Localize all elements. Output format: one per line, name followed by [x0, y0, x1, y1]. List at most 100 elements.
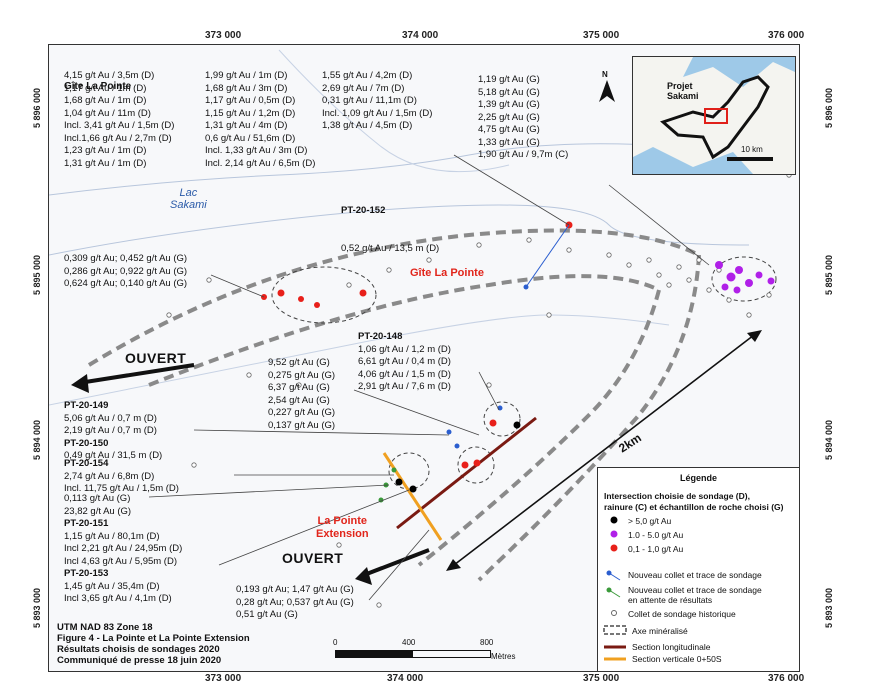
mid-grab-line: 0,137 g/t Au (G) [268, 419, 336, 431]
ne-grab-line: 2,25 g/t Au (G) [478, 111, 540, 123]
target-ellipse [483, 401, 521, 437]
gite-col3-line: 0,31 g/t Au / 11,1m (D) [322, 95, 417, 106]
gite-results-title: Gîte La Pointe [64, 81, 132, 92]
pt20-150-title: PT-20-150 [64, 437, 109, 449]
mineralized-axis [417, 289, 661, 567]
northing-label-left: 5 894 000 [32, 419, 42, 460]
legend-class-high: > 5,0 g/t Au [628, 516, 672, 526]
leader-line [193, 429, 450, 436]
legend: Légende Intersection choisie de sondage … [597, 467, 800, 672]
legend-line-icons [603, 625, 627, 661]
ouvert-arrowhead [355, 567, 372, 585]
mineralized-axis [87, 228, 700, 367]
gite-col1-line: Incl.1,66 g/t Au / 2,7m (D) [64, 132, 172, 144]
pt20-148-line: 4,06 g/t Au / 1,5 m (D) [358, 368, 451, 380]
gite-col1-line: 1,68 g/t Au / 1m (D) [64, 95, 147, 106]
shoreline [278, 49, 510, 173]
west-grab-results: 0,309 g/t Au; 0,452 g/t Au (G)0,286 g/t … [64, 253, 187, 291]
gite-results-col3: 1,55 g/t Au / 4,2m (D)2,69 g/t Au / 7m (… [322, 70, 432, 133]
south-grab-results: 0,193 g/t Au; 1,47 g/t Au (G)0,28 g/t Au… [236, 584, 354, 622]
legend-dots [610, 516, 618, 552]
distance-arrowhead [446, 559, 461, 571]
easting-label-bottom: 374 000 [387, 673, 424, 684]
leader-line [453, 154, 570, 226]
ne-grab-line: 1,90 g/t Au / 9,7m (C) [478, 149, 569, 160]
ne-grab-line: 1,33 g/t Au (G) [478, 136, 540, 148]
ouvert-south-label: OUVERT [282, 550, 344, 566]
legend-new-collar: Nouveau collet et trace de sondage [628, 570, 762, 580]
legend-collar-icons [606, 570, 621, 616]
scale-tick-400: 400 [402, 638, 416, 647]
gite-col1-line: 1,17 g/t Au / 1m (D) [64, 82, 147, 94]
mid-grab-line: 2,54 g/t Au (G) [268, 394, 330, 406]
inset-map: Projet Sakami 10 km [632, 56, 796, 175]
distance-arrowhead [747, 330, 762, 342]
figure-caption: UTM NAD 83 Zone 18 Figure 4 - La Pointe … [57, 622, 250, 666]
map-canvas [49, 49, 792, 648]
west-grab-line: 0,624 g/t Au; 0,140 g/t Au (G) [64, 278, 188, 289]
ne-grab-results: 1,19 g/t Au (G)5,18 g/t Au (G)1,39 g/t A… [478, 74, 568, 162]
pt20-149-title: PT-20-149 [64, 400, 109, 411]
location-box [704, 108, 728, 124]
easting-label-top: 373 000 [205, 30, 242, 41]
gite-col2-line: 1,68 g/t Au / 3m (D) [205, 82, 288, 94]
legend-historic-collar: Collet de sondage historique [628, 609, 736, 619]
north-arrow-icon [599, 80, 615, 102]
west-grab-line: 0,309 g/t Au; 0,452 g/t Au (G) [64, 253, 188, 264]
mid-grab-line: 0,227 g/t Au (G) [268, 407, 336, 418]
ouvert-north-label: OUVERT [125, 350, 187, 366]
target-ellipse [457, 446, 495, 484]
extension-label: La Pointe Extension [316, 515, 369, 540]
west-grab-line: 0,286 g/t Au; 0,922 g/t Au (G) [64, 265, 188, 277]
sw-grab-line: 0,113 g/t Au (G) [64, 493, 131, 504]
gite-results-col1: 4,15 g/t Au / 3,5m (D)1,17 g/t Au / 1m (… [64, 70, 174, 170]
pt20-149-line: 2,19 g/t Au / 0,7 m (D) [64, 425, 157, 436]
ne-grab-line: 1,39 g/t Au (G) [478, 99, 540, 110]
scale-tick-0: 0 [333, 638, 338, 647]
gite-col3-line: 1,55 g/t Au / 4,2m (D) [322, 70, 413, 81]
pt20-154-line: Incl. 11,75 g/t Au / 1,5m (D) [64, 483, 179, 494]
pt20-151-line: Incl 2,21 g/t Au / 24,95m (D) [64, 543, 183, 554]
gite-col2-line: 0,6 g/t Au / 51,6m (D) [205, 132, 296, 144]
pt20-151-line: Incl 4,63 g/t Au / 5,95m (D) [64, 555, 177, 567]
distance-arrow [453, 334, 755, 566]
ouvert-arrowhead [71, 374, 89, 393]
pt20-154-title: PT-20-154 [64, 458, 109, 469]
legend-subtitle: Intersection choisie de sondage (D), rai… [604, 491, 784, 512]
inset-scale-label: 10 km [741, 145, 763, 154]
leader-line [353, 389, 480, 436]
gite-col2-line: Incl. 2,14 g/t Au / 6,5m (D) [205, 157, 316, 169]
northing-label-right: 5 894 000 [824, 419, 834, 460]
legend-vert-section: Section verticale 0+50S [632, 654, 722, 664]
project-label: Projet Sakami [667, 81, 699, 101]
gite-col2-line: 1,99 g/t Au / 1m (D) [205, 70, 288, 81]
sw-grab-results: 0,113 g/t Au (G)23,82 g/t Au (G) [64, 493, 131, 518]
leader-line [210, 274, 265, 298]
north-label: N [602, 70, 608, 79]
vert-section-line [382, 452, 443, 541]
legend-title: Légende [679, 473, 717, 483]
legend-long-section: Section longitudinale [632, 642, 711, 652]
easting-label-top: 374 000 [402, 30, 439, 41]
northing-label-left: 5 893 000 [32, 587, 42, 628]
easting-label-bottom: 376 000 [768, 673, 805, 684]
south-grab-line: 0,28 g/t Au; 0,537 g/t Au (G) [236, 596, 354, 608]
ouvert-arrow [78, 363, 195, 385]
northing-label-right: 5 893 000 [824, 587, 834, 628]
scale-unit: Mètres [491, 652, 516, 661]
northing-label-right: 5 896 000 [824, 87, 834, 128]
gite-col1-line: Incl. 3,41 g/t Au / 1,5m (D) [64, 120, 175, 131]
pt20-148-line: 6,61 g/t Au / 0,4 m (D) [358, 356, 451, 367]
leader-line [148, 484, 390, 498]
pt20-151-line: 1,15 g/t Au / 80,1m (D) [64, 530, 160, 542]
northing-label-right: 5 895 000 [824, 254, 834, 295]
gite-col2-line: 1,15 g/t Au / 1,2m (D) [205, 107, 296, 119]
gite-col2-line: Incl. 1,33 g/t Au / 3m (D) [205, 145, 308, 156]
pt20-150-line: 0,49 g/t Au / 31,5 m (D) [64, 450, 163, 461]
gite-col1-line: 1,23 g/t Au / 1m (D) [64, 145, 147, 156]
inset-scale-bar [727, 157, 773, 161]
mid-grab-line: 6,37 g/t Au (G) [268, 382, 330, 393]
northing-label-left: 5 895 000 [32, 254, 42, 295]
